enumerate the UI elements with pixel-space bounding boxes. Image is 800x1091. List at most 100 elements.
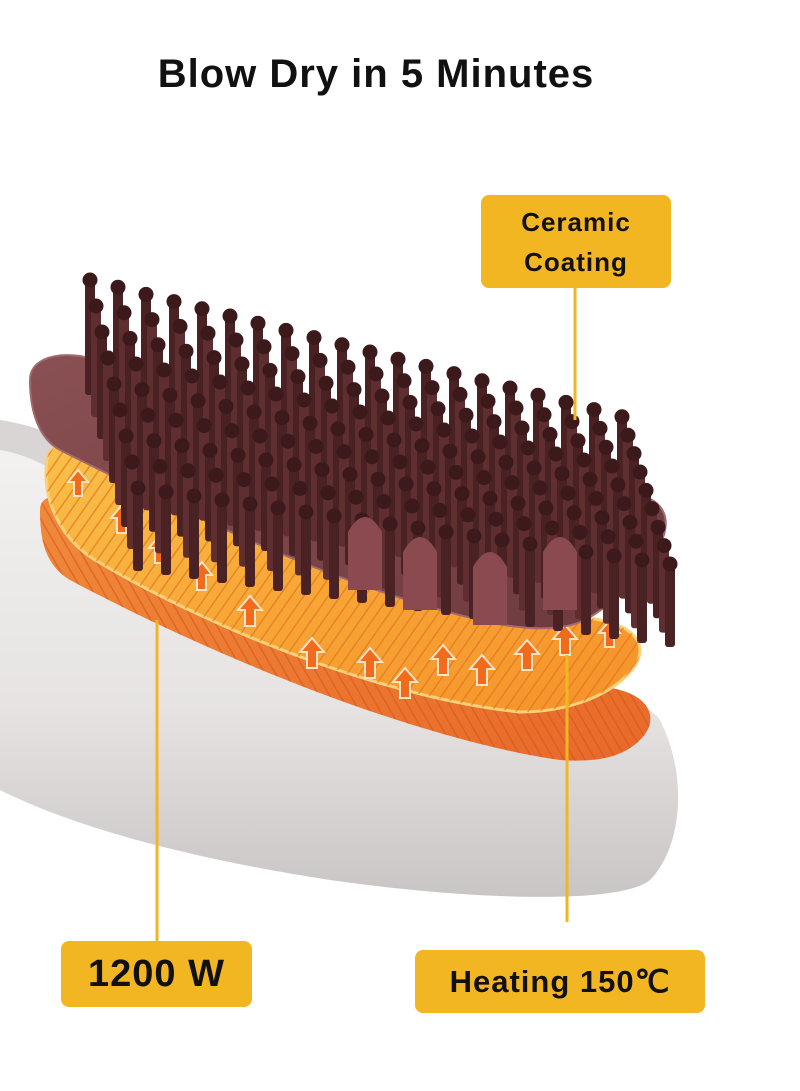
leader-lines [155,288,577,941]
bristle-tip [558,394,574,410]
bristle-tip [560,485,576,501]
ceramic-label-line2: Coating [524,246,628,277]
bristle-tip [202,442,218,458]
bristle-tip [488,511,504,527]
bristle-tip [498,454,514,470]
heat-arrow-icon [550,623,580,656]
bristle-tip [632,464,648,480]
ceramic-label-line1: Ceramic [521,206,631,237]
bristle-tip [166,294,182,310]
bristle-tip [258,452,274,468]
bristle-tip [566,505,582,521]
bristle-tip [318,375,334,391]
bristle-tip [482,490,498,506]
bristle-tip [352,404,368,420]
bristle-tip [656,538,672,554]
bristle-tip [94,324,110,340]
bristle-tip [184,368,200,384]
bristle-tip [662,556,678,572]
bristle-tip [158,484,174,500]
heat-arrow-icon [512,638,542,671]
bristle-tip [144,312,160,328]
ceramic-coating-label: Ceramic Coating [481,195,671,288]
bristle-tip [576,452,592,468]
bristle-tip [292,480,308,496]
bristle-tip [548,446,564,462]
bristle-tip [152,458,168,474]
bristle-tip [410,520,426,536]
bristle-tip [206,350,222,366]
bristle-tip [124,454,140,470]
bristle-tip [380,410,396,426]
bristle-tip [476,470,492,486]
bristle-tip [554,466,570,482]
bristle-tip [386,432,402,448]
bristle-tip [442,443,458,459]
bristle-tip [112,402,128,418]
bristle-tip [224,423,240,439]
bristle-tip [502,380,518,396]
bristle-tip [616,496,632,512]
massage-bump [473,552,507,625]
bristle-tip [408,416,424,432]
bristle-tip [240,380,256,396]
bristle-tip [544,520,560,536]
bristle-tip [330,421,346,437]
bristle-tip [536,407,552,423]
bristle-tip [212,374,228,390]
bristle-tip [520,440,536,456]
bristle-tip [358,426,374,442]
bristle-tip [614,409,630,425]
bristle-tip [530,387,546,403]
bristle-tip [250,315,266,331]
bristle-tip [82,272,98,288]
bristle-tip [128,356,144,372]
bristle-tip [180,463,196,479]
massage-bump [543,537,577,610]
bristle-tip [470,449,486,465]
heat-arrow-icon [235,594,265,627]
bristle-tip [398,476,414,492]
bristle-pin [245,504,255,587]
bristle-pin [329,516,339,599]
bristle-tip [186,488,202,504]
bristle-tip [626,446,642,462]
bristle-tip [174,438,190,454]
bristle-tip [402,394,418,410]
bristle-tip [168,412,184,428]
bristle-tip [336,444,352,460]
heating-temperature-label: Heating 150℃ [415,950,705,1013]
bristle-tip [620,427,636,443]
massage-bump [403,537,437,610]
bristle-tip [452,386,468,402]
bristle-tip [110,279,126,295]
bristle-tip [634,552,650,568]
bristle-tip [326,508,342,524]
heat-arrow-icon [467,653,497,686]
bristle-tip [242,496,258,512]
bristle-tip [130,480,146,496]
bristle-tip [118,428,134,444]
bristle-tip [222,308,238,324]
bristle-tip [404,498,420,514]
bristle-tip [604,458,620,474]
bristle-tip [392,454,408,470]
bristle-tip [430,401,446,417]
bristle-tip [286,457,302,473]
bristle-tip [564,414,580,430]
bristle-tip [196,418,212,434]
bristle-tip [492,434,508,450]
bristle-tip [516,516,532,532]
bristle-tip [256,339,272,355]
page-title: Blow Dry in 5 Minutes [157,52,595,96]
bristle-tip [532,480,548,496]
bristle-pin [301,512,311,595]
bristle-pin [161,492,171,575]
bristle-tip [172,318,188,334]
bristle-tip [178,343,194,359]
bristle-tip [454,486,470,502]
bristle-tip [284,346,300,362]
bristle-tip [494,532,510,548]
bristle-tip [650,519,666,535]
